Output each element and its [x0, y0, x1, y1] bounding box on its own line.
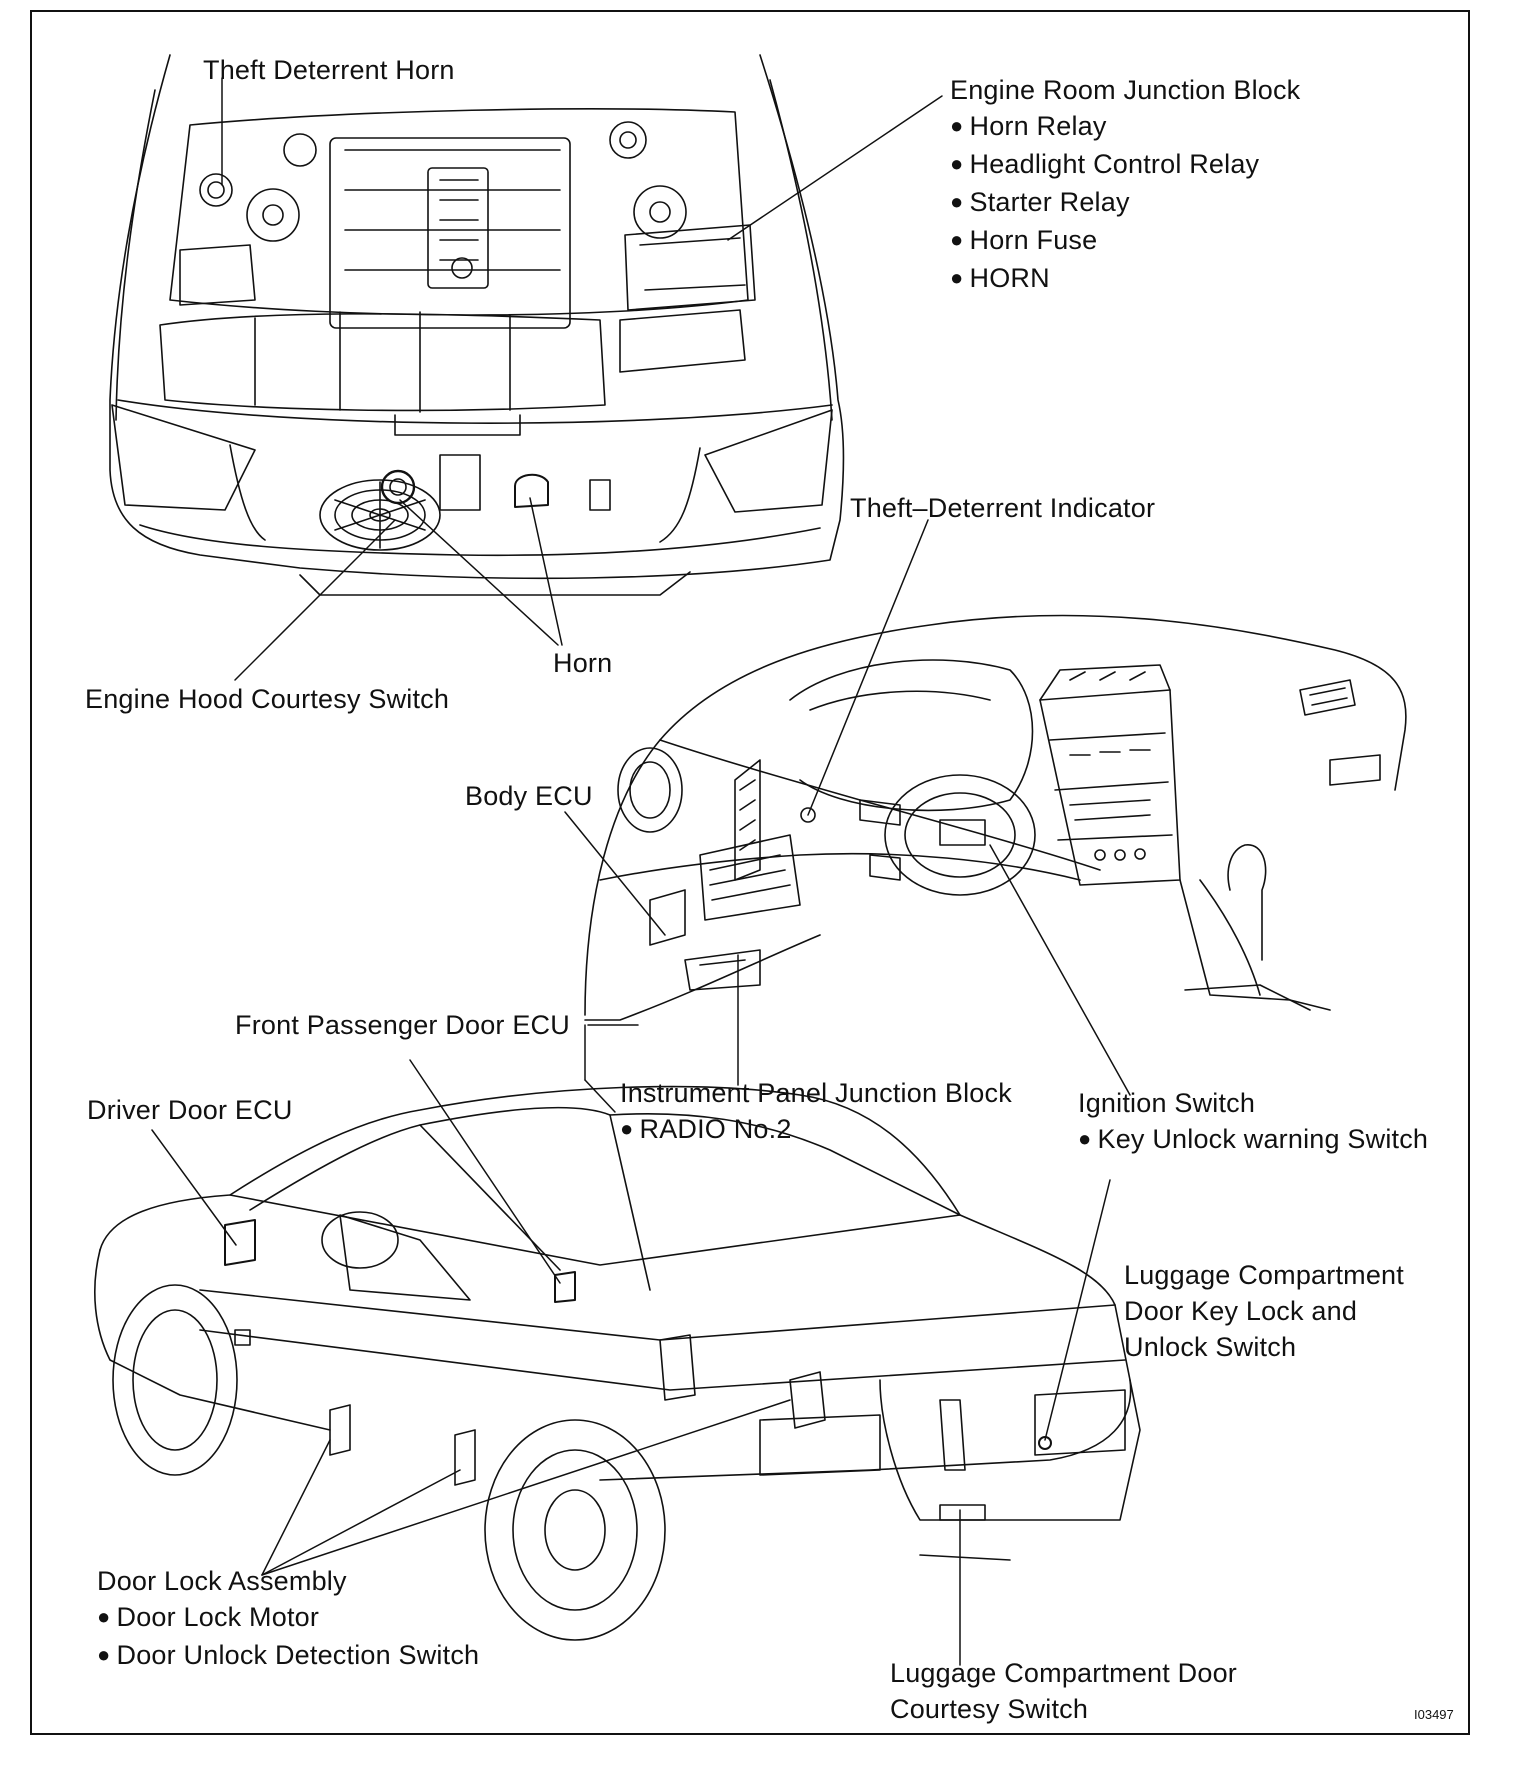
- door-lock-assembly-title: Door Lock Assembly: [97, 1566, 347, 1596]
- car-exterior-illustration: [95, 1087, 1140, 1640]
- driver-door-ecu-label: Driver Door ECU: [87, 1095, 293, 1125]
- door-lock-assembly-item: Door Lock Motor: [97, 1599, 479, 1637]
- figure-code: I03497: [1414, 1707, 1454, 1722]
- luggage-key-lock-line: Luggage Compartment: [1124, 1260, 1404, 1290]
- luggage-key-lock-switch-callout: Luggage Compartment Door Key Lock and Un…: [1124, 1257, 1404, 1365]
- engine-room-jb-item: Horn Fuse: [950, 222, 1300, 260]
- luggage-key-lock-line: Door Key Lock and: [1124, 1296, 1358, 1326]
- leader-lines: [152, 78, 1130, 1665]
- dashboard-illustration: [585, 615, 1406, 1020]
- front-passenger-door-ecu-label: Front Passenger Door ECU: [235, 1010, 570, 1040]
- luggage-courtesy-line: Courtesy Switch: [890, 1694, 1089, 1724]
- body-ecu-label: Body ECU: [465, 781, 593, 811]
- engine-hood-courtesy-switch-label: Engine Hood Courtesy Switch: [85, 684, 450, 714]
- theft-deterrent-horn-label: Theft Deterrent Horn: [203, 55, 455, 85]
- horn-label: Horn: [553, 648, 613, 678]
- engine-room-jb-item: Headlight Control Relay: [950, 146, 1300, 184]
- ignition-switch-callout: Ignition Switch Key Unlock warning Switc…: [1078, 1085, 1428, 1159]
- ignition-switch-item: Key Unlock warning Switch: [1078, 1121, 1428, 1159]
- ip-jb-item: RADIO No.2: [620, 1111, 1012, 1149]
- luggage-courtesy-switch-callout: Luggage Compartment Door Courtesy Switch: [890, 1655, 1237, 1727]
- door-lock-assembly-item: Door Unlock Detection Switch: [97, 1637, 480, 1675]
- luggage-key-lock-line: Unlock Switch: [1124, 1332, 1297, 1362]
- engine-room-junction-block-callout: Engine Room Junction Block Horn Relay He…: [950, 72, 1300, 298]
- diagram-frame: [30, 10, 1470, 1735]
- ip-jb-title: Instrument Panel Junction Block: [620, 1078, 1012, 1108]
- engine-room-jb-item: Horn Relay: [950, 108, 1300, 146]
- engine-room-jb-title: Engine Room Junction Block: [950, 75, 1301, 105]
- engine-room-jb-item: Starter Relay: [950, 184, 1300, 222]
- engine-room-jb-item: HORN: [950, 260, 1300, 298]
- theft-deterrent-indicator-label: Theft–Deterrent Indicator: [850, 493, 1156, 523]
- door-lock-assembly-callout: Door Lock Assembly Door Lock Motor Door …: [97, 1563, 479, 1675]
- luggage-courtesy-line: Luggage Compartment Door: [890, 1658, 1237, 1688]
- instrument-panel-junction-block-callout: Instrument Panel Junction Block RADIO No…: [620, 1075, 1012, 1149]
- engine-bay-illustration: [110, 55, 844, 595]
- ignition-switch-title: Ignition Switch: [1078, 1088, 1256, 1118]
